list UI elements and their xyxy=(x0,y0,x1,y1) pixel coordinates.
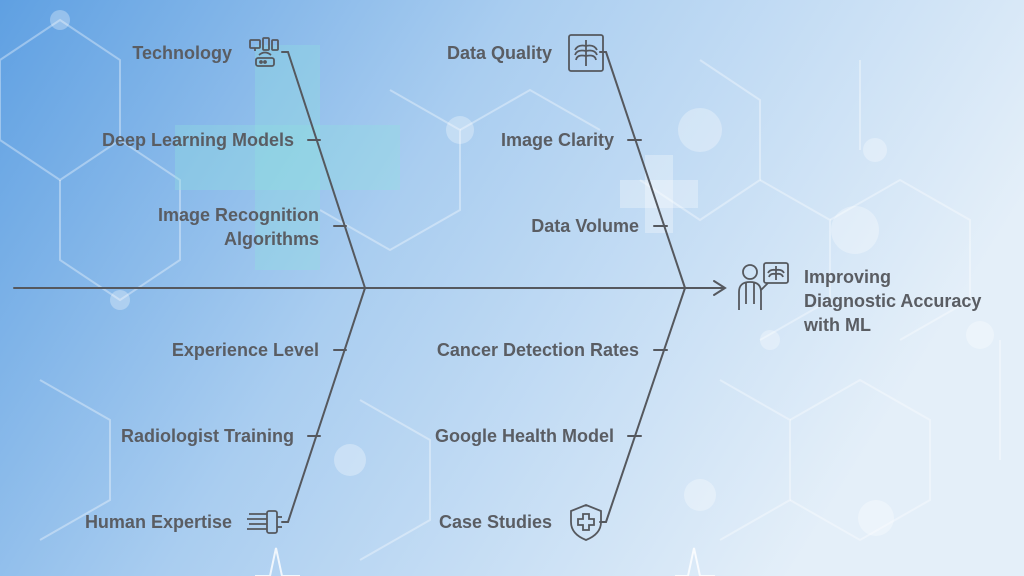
bone-human-expertise xyxy=(287,287,366,523)
effect-title: Improving Diagnostic Accuracy with ML xyxy=(804,267,982,335)
category-data-quality: Data Quality xyxy=(446,43,552,63)
category-human-expertise: Human Expertise xyxy=(84,512,232,532)
category-case-studies: Case Studies xyxy=(438,512,552,532)
cause-deep-learning-models: Deep Learning Models xyxy=(101,130,294,150)
medical-cross-decoration xyxy=(175,45,400,270)
cause-google-health-model: Google Health Model xyxy=(434,426,614,446)
doctor-xray-icon xyxy=(738,262,789,310)
devices-icon xyxy=(249,37,279,67)
brain-circuit-icon xyxy=(247,510,282,534)
bone-technology xyxy=(287,51,366,289)
cause-image-recognition-algorithms: Image Recognition Algorithms xyxy=(157,205,319,249)
heartbeat-decoration xyxy=(255,547,715,576)
cause-cancer-detection-rates: Cancer Detection Rates xyxy=(436,340,639,360)
small-cross-decoration xyxy=(620,155,698,233)
cause-data-volume: Data Volume xyxy=(531,216,639,236)
spine-arrowhead xyxy=(713,280,727,296)
bone-data-quality xyxy=(605,51,686,289)
hex-network-pattern xyxy=(0,18,1001,561)
category-technology: Technology xyxy=(132,43,232,63)
bone-case-studies xyxy=(605,287,686,523)
medical-shield-icon xyxy=(570,504,602,541)
cause-image-clarity: Image Clarity xyxy=(500,130,614,150)
xray-chest-icon xyxy=(568,34,604,72)
cause-radiologist-training: Radiologist Training xyxy=(120,426,294,446)
cause-experience-level: Experience Level xyxy=(171,340,319,360)
